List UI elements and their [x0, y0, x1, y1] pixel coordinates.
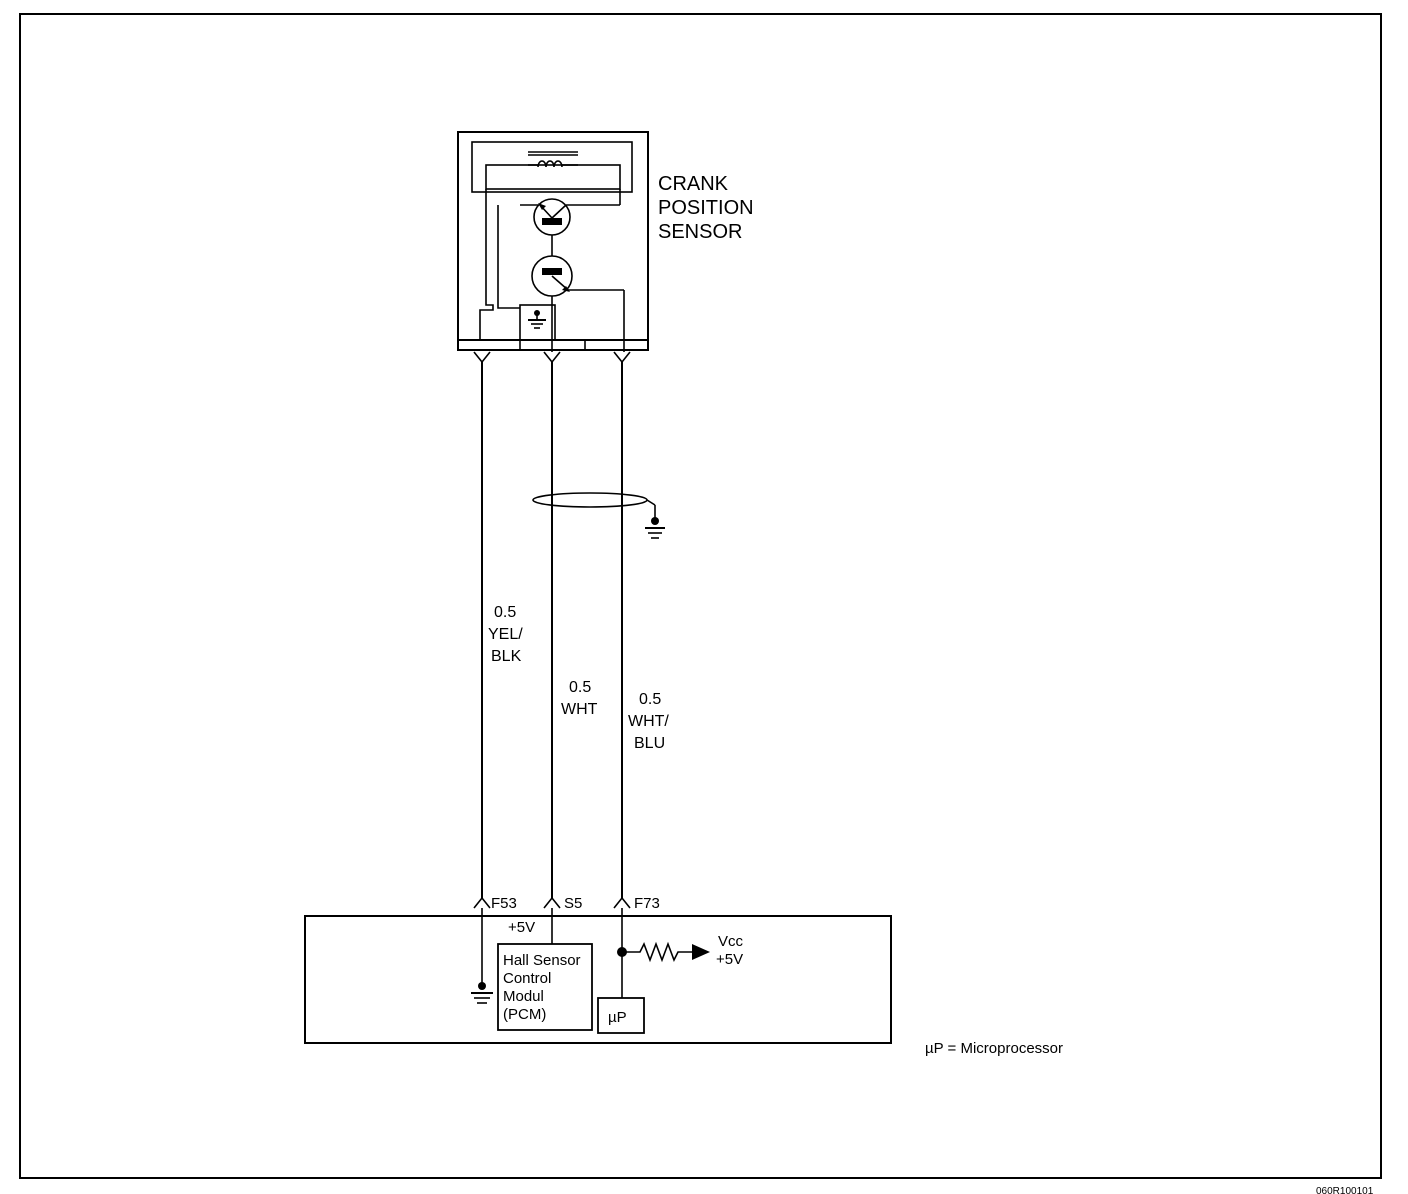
microprocessor-box	[597, 997, 645, 1034]
vcc-label: Vcc	[718, 933, 744, 950]
pin-label-s5: S5	[564, 895, 582, 912]
wire-1-color-line2: BLK	[491, 648, 522, 665]
connector-terminal-icon	[543, 351, 561, 364]
wire-1-color-line1: YEL/	[488, 626, 523, 643]
connector-terminal-icon	[613, 896, 631, 909]
wire-1-gauge: 0.5	[494, 604, 516, 621]
coil-icon	[471, 141, 633, 193]
supply-label: +5V	[508, 919, 535, 936]
ground-icon	[471, 982, 493, 1004]
frame-border	[19, 13, 1382, 1179]
pin-label-f53: F53	[491, 895, 517, 912]
hall-module-line3: Modul	[503, 988, 544, 1005]
arrow-icon	[692, 944, 710, 960]
wire-3-color-line2: BLU	[634, 735, 665, 752]
sensor-title-line1: CRANK	[658, 173, 729, 195]
hall-module-line2: Control	[503, 970, 551, 987]
wire-2-gauge: 0.5	[569, 679, 591, 696]
sensor-title-line2: POSITION	[658, 197, 754, 219]
module-housing	[304, 915, 892, 1044]
shield-icon	[532, 492, 665, 539]
connector-terminal-icon	[613, 351, 631, 364]
resistor-icon	[622, 941, 692, 963]
vcc-voltage-label: +5V	[716, 951, 743, 968]
sensor-title-line3: SENSOR	[658, 221, 742, 243]
wire-3-gauge: 0.5	[639, 691, 661, 708]
legend-text: µP = Microprocessor	[925, 1040, 1063, 1057]
wire-2-color-line1: WHT	[561, 701, 598, 718]
hall-sensor-module-box	[497, 943, 593, 1031]
ground-icon	[528, 310, 546, 329]
pin-label-f73: F73	[634, 895, 660, 912]
transistor-icon	[520, 189, 621, 256]
connector-terminal-icon	[473, 896, 491, 909]
hall-module-line1: Hall Sensor	[503, 952, 581, 969]
wire-3-color-line1: WHT/	[628, 713, 669, 730]
microprocessor-label: µP	[608, 1009, 627, 1026]
figure-code: 060R100101	[1316, 1186, 1374, 1194]
transistor-icon	[531, 255, 625, 352]
hall-module-line4: (PCM)	[503, 1006, 546, 1023]
connector-terminal-icon	[543, 896, 561, 909]
control-module: +5V Hall Sensor Control Modul (PCM) Vcc …	[304, 908, 892, 1044]
crank-position-sensor: CRANK POSITION SENSOR	[457, 131, 754, 352]
sensor-connector	[457, 339, 649, 351]
connector-terminal-icon	[473, 351, 491, 364]
wire-harness: 0.5 YEL/ BLK 0.5 WHT 0.5 WHT/ BLU F53 S5…	[473, 351, 669, 912]
